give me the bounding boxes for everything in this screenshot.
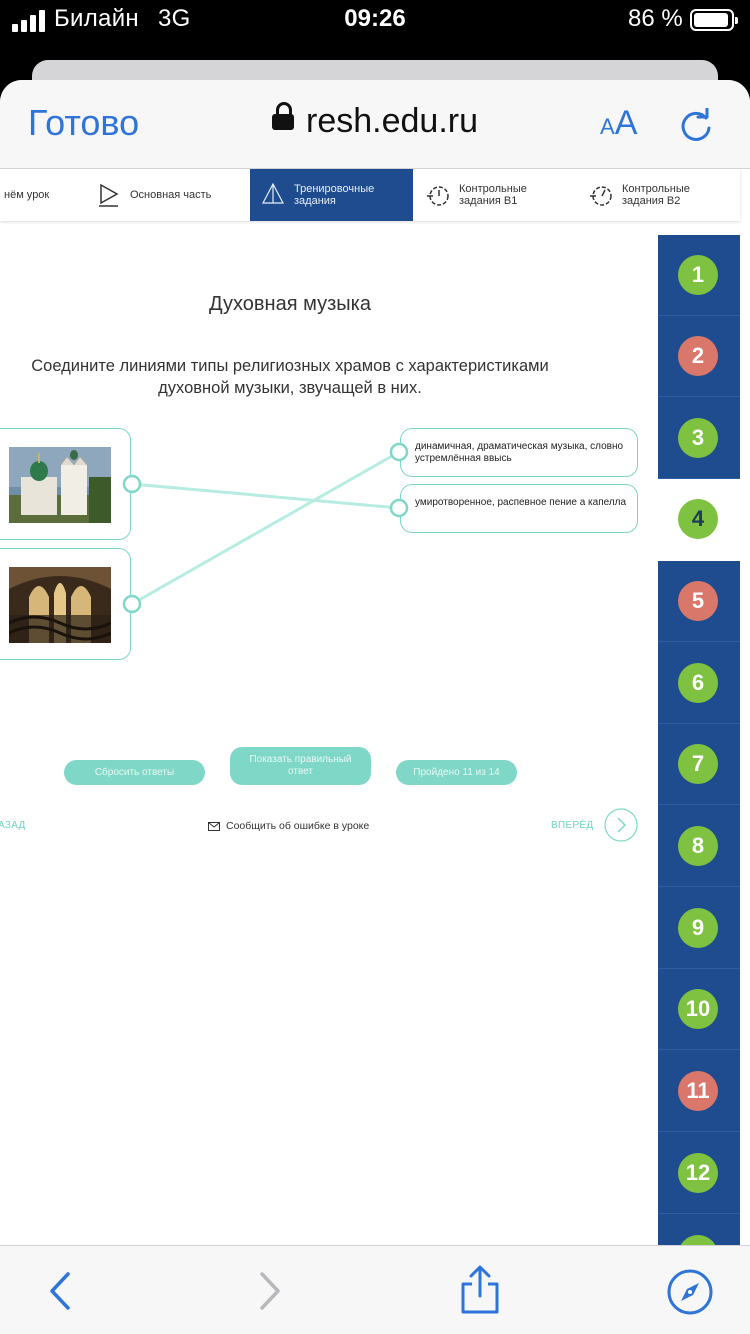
done-button[interactable]: Готово [28, 102, 140, 143]
share-icon[interactable] [458, 1264, 502, 1316]
task-item-8[interactable]: 8 [658, 806, 740, 887]
tab-lesson-intro[interactable]: нём урок [4, 189, 50, 201]
tab-main-part[interactable]: Основная часть [96, 169, 250, 221]
url-text: resh.edu.ru [306, 102, 478, 140]
timer-icon [590, 186, 612, 206]
show-answer-button[interactable]: Показать правильный ответ [230, 747, 371, 785]
browser-navbar: Готово resh.edu.ru AA [0, 80, 750, 169]
status-bar: Билайн 3G 09:26 86 % [0, 0, 750, 60]
mail-icon [208, 821, 220, 831]
lesson-tabs: нём урок Основная часть Тренировочные за… [0, 169, 740, 221]
lock-icon [272, 102, 294, 130]
signal-icon [12, 10, 46, 32]
answer-card-1[interactable]: динамичная, драматическая музыка, словно… [400, 428, 638, 477]
chevron-right-icon[interactable] [604, 808, 638, 842]
tab-control-b1[interactable]: Контрольные задания В1 [425, 169, 580, 221]
task-item-10[interactable]: 10 [658, 969, 740, 1050]
gothic-cathedral-interior-photo [9, 567, 111, 643]
browser-toolbar [0, 1245, 750, 1334]
web-content: нём урок Основная часть Тренировочные за… [0, 169, 750, 1245]
task-text: Соедините линиями типы религиозных храмо… [31, 357, 549, 397]
match-line [131, 482, 400, 510]
pyramid-icon [262, 182, 284, 204]
task-item-2[interactable]: 2 [658, 316, 740, 397]
connector-dot[interactable] [389, 442, 409, 462]
connector-dot[interactable] [122, 474, 142, 494]
compass-icon[interactable] [666, 1268, 714, 1316]
report-error-link[interactable]: Сообщить об ошибке в уроке [208, 820, 369, 832]
tab-training-tasks[interactable]: Тренировочные задания [250, 169, 413, 221]
lesson-title: Духовная музыка [209, 293, 371, 315]
task-item-5[interactable]: 5 [658, 561, 740, 642]
safari-view: Готово resh.edu.ru AA нём урок Основная … [0, 80, 750, 1334]
task-item-12[interactable]: 12 [658, 1133, 740, 1214]
task-sidebar: 1 2 3 4 5 6 7 8 9 10 11 12 [658, 235, 740, 1245]
forward-arrow-icon[interactable] [254, 1270, 286, 1312]
task-item-3[interactable]: 3 [658, 398, 740, 479]
network-type: 3G [157, 5, 191, 32]
task-item-7[interactable]: 7 [658, 724, 740, 805]
connection-lines [122, 442, 409, 614]
task-item-13[interactable] [658, 1215, 740, 1245]
address-bar[interactable]: resh.edu.ru [0, 102, 750, 141]
connector-dot[interactable] [389, 498, 409, 518]
progress-badge: Пройдено 11 из 14 [396, 760, 517, 785]
task-item-9[interactable]: 9 [658, 888, 740, 969]
reset-answers-button[interactable]: Сбросить ответы [64, 760, 205, 785]
connector-dot[interactable] [122, 594, 142, 614]
task-item-4[interactable]: 4 [658, 479, 740, 561]
play-icon [99, 183, 119, 207]
forward-link[interactable]: ВПЕРЁД [551, 820, 594, 831]
clock: 09:26 [344, 5, 406, 32]
tab-control-b2[interactable]: Контрольные задания В2 [588, 169, 740, 221]
back-arrow-icon[interactable] [44, 1270, 76, 1312]
timer-icon [427, 186, 449, 206]
orthodox-church-photo [9, 447, 111, 523]
task-item-1[interactable]: 1 [658, 235, 740, 316]
battery-percent: 86 % [628, 5, 683, 32]
answer-card-2[interactable]: умиротворенное, распевное пение а капелл… [400, 484, 638, 533]
reload-icon[interactable] [678, 108, 714, 144]
back-link[interactable]: АЗАД [0, 820, 26, 831]
task-item-6[interactable]: 6 [658, 643, 740, 724]
task-item-11[interactable]: 11 [658, 1051, 740, 1132]
battery-icon [690, 9, 738, 31]
text-size-button[interactable]: AA [600, 104, 638, 142]
carrier-name: Билайн [54, 5, 139, 32]
match-line [131, 450, 400, 606]
